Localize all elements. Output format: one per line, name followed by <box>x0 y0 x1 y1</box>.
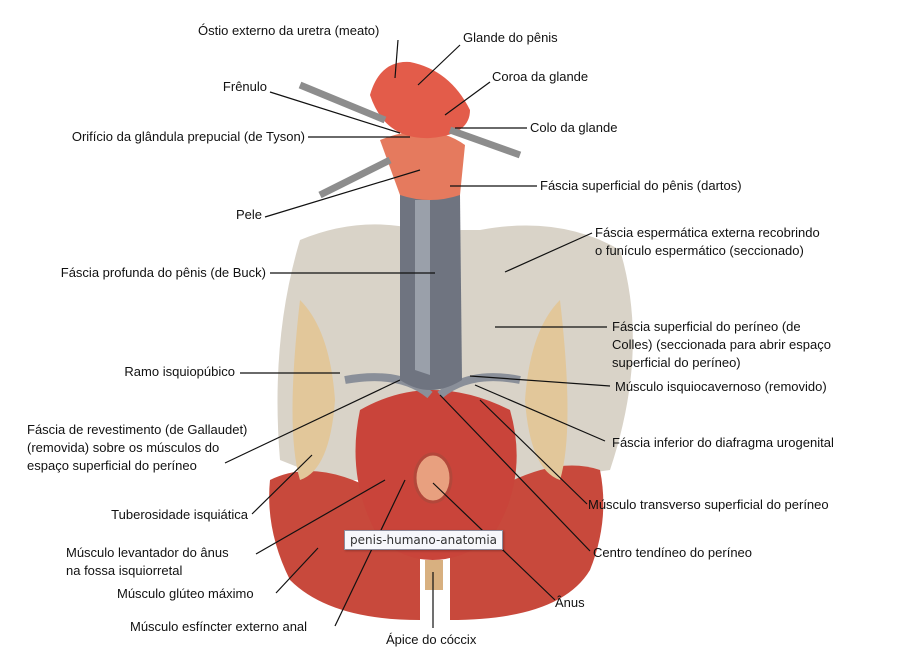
image-tooltip: penis-humano-anatomia <box>344 530 504 550</box>
label-line: na fossa isquiorretal <box>66 563 183 578</box>
label-line: Fáscia espermática externa recobrindo <box>595 225 820 240</box>
label-colles: Fáscia superficial do períneo (de Colles… <box>612 318 831 372</box>
label-meato: Óstio externo da uretra (meato) <box>198 23 380 38</box>
label-transverso: Músculo transverso superficial do períne… <box>588 497 829 512</box>
label-centro: Centro tendíneo do períneo <box>593 545 753 560</box>
label-dartos: Fáscia superficial do pênis (dartos) <box>540 178 742 193</box>
label-espermatica: Fáscia espermática externa recobrindo o … <box>595 224 820 260</box>
anus-shape <box>413 452 453 504</box>
label-line: (removida) sobre os músculos do <box>27 440 220 455</box>
label-gluteo: Músculo glúteo máximo <box>117 586 254 601</box>
label-pele: Pele <box>235 207 262 222</box>
label-gallaudet: Fáscia de revestimento (de Gallaudet) (r… <box>27 421 247 475</box>
label-diafragma: Fáscia inferior do diafragma urogenital <box>612 435 834 450</box>
ischial-tuberosity <box>292 300 335 480</box>
label-line: Fáscia de revestimento (de Gallaudet) <box>27 422 248 437</box>
label-coccix: Ápice do cóccix <box>386 632 477 647</box>
label-tuberosidade: Tuberosidade isquiática <box>111 507 248 522</box>
penis-shaft <box>400 195 462 390</box>
label-esfincter: Músculo esfíncter externo anal <box>130 619 308 634</box>
label-levantador: Músculo levantador do ânus na fossa isqu… <box>66 544 229 580</box>
label-line: Músculo levantador do ânus <box>66 545 229 560</box>
label-colo: Colo da glande <box>530 120 618 135</box>
label-ramo: Ramo isquiopúbico <box>124 364 235 379</box>
label-line: Colles) (seccionada para abrir espaço <box>612 337 831 352</box>
label-anus: Ânus <box>555 595 585 610</box>
ischial-tuberosity-right <box>525 300 568 480</box>
label-coroa: Coroa da glande <box>492 69 589 84</box>
label-line: espaço superficial do períneo <box>27 458 197 473</box>
label-glande: Glande do pênis <box>463 30 558 45</box>
label-line: superficial do períneo) <box>612 355 741 370</box>
label-tyson: Orifício da glândula prepucial (de Tyson… <box>71 129 305 144</box>
label-buck: Fáscia profunda do pênis (de Buck) <box>60 265 266 280</box>
glans <box>370 61 470 139</box>
label-line: Fáscia superficial do períneo (de <box>612 319 801 334</box>
label-line: o funículo espermático (seccionado) <box>595 243 804 258</box>
coccyx <box>425 560 443 590</box>
label-frenulo: Frênulo <box>222 79 267 94</box>
label-isquiocavernoso: Músculo isquiocavernoso (removido) <box>615 379 827 394</box>
skin <box>380 131 465 200</box>
